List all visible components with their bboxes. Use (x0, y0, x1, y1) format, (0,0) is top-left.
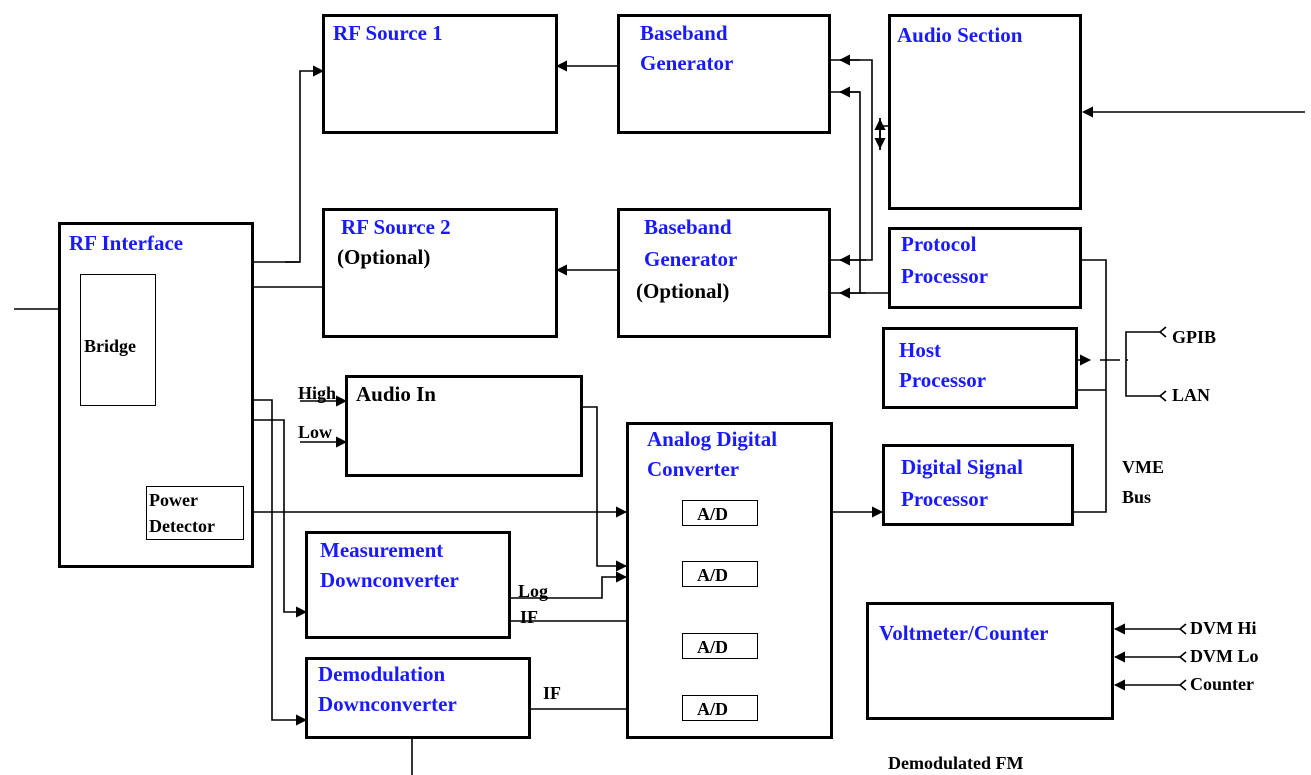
baseband-2-label-l2: Generator (644, 247, 738, 271)
power-label-l1: Power (149, 490, 198, 510)
protocol-processor-block: Protocol Processor (888, 227, 1082, 309)
demod-label-l2: Downconverter (318, 692, 457, 716)
baseband-1-label-l1: Baseband (640, 21, 728, 45)
power-detector-block: Power Detector (146, 486, 244, 540)
if-meas-label: IF (520, 607, 538, 627)
vme-label-l1: VME (1122, 457, 1164, 477)
ad-converter-3: A/D (682, 633, 758, 659)
dvm-hi-label: DVM Hi (1190, 618, 1257, 638)
digital-signal-processor-block: Digital Signal Processor (882, 444, 1074, 526)
demodulation-downconverter-block: Demodulation Downconverter (305, 657, 531, 739)
measurement-downconverter-block: Measurement Downconverter (305, 531, 511, 639)
low-label: Low (298, 422, 333, 442)
ad-converter-1: A/D (682, 500, 758, 526)
baseband-2-label-l1: Baseband (644, 215, 732, 239)
host-label-l1: Host (899, 338, 941, 362)
audio-in-label: Audio In (356, 382, 436, 406)
ad-label-2: A/D (697, 565, 728, 585)
ad-label-4: A/D (697, 699, 728, 719)
bridge-label: Bridge (84, 336, 136, 356)
dsp-label-l1: Digital Signal (901, 455, 1023, 479)
baseband-generator-2-block: Baseband Generator (Optional) (617, 208, 831, 338)
rf-source-1-block: RF Source 1 (322, 14, 558, 134)
baseband-generator-1-block: Baseband Generator (617, 14, 831, 134)
counter-label: Counter (1190, 674, 1254, 694)
baseband-2-optional: (Optional) (636, 279, 730, 303)
high-label: High (298, 383, 337, 403)
demodulated-fm-label: Demodulated FM (888, 753, 1024, 773)
rf-interface-label: RF Interface (69, 231, 184, 255)
dsp-label-l2: Processor (901, 487, 989, 511)
meas-label-l2: Downconverter (320, 568, 459, 592)
voltmeter-counter-block: Voltmeter/Counter (866, 602, 1114, 720)
baseband-1-label-l2: Generator (640, 51, 734, 75)
adc-label-l1: Analog Digital (647, 427, 778, 451)
host-processor-block: Host Processor (882, 327, 1078, 409)
audio-section-block: Audio Section (888, 14, 1082, 210)
log-label: Log (518, 581, 549, 601)
ad-converter-2: A/D (682, 561, 758, 587)
meas-label-l1: Measurement (320, 538, 444, 562)
demod-label-l1: Demodulation (318, 662, 446, 686)
bridge-block: Bridge (80, 274, 156, 406)
lan-label: LAN (1172, 385, 1211, 405)
protocol-label-l2: Processor (901, 264, 989, 288)
host-label-l2: Processor (899, 368, 987, 392)
ad-label-1: A/D (697, 504, 728, 524)
rf-source-2-block: RF Source 2 (Optional) (322, 208, 558, 338)
adc-label-l2: Converter (647, 457, 740, 481)
audio-section-label: Audio Section (897, 23, 1023, 47)
vme-label-l2: Bus (1122, 487, 1152, 507)
rf-source-2-label: RF Source 2 (341, 215, 451, 239)
ad-label-3: A/D (697, 637, 728, 657)
voltmeter-label: Voltmeter/Counter (879, 621, 1049, 645)
audio-in-block: Audio In (345, 375, 583, 477)
rf-source-1-label: RF Source 1 (333, 21, 443, 45)
rf-source-2-optional: (Optional) (337, 245, 431, 269)
if-demod-label: IF (543, 683, 561, 703)
protocol-label-l1: Protocol (901, 232, 977, 256)
power-label-l2: Detector (149, 516, 215, 536)
gpib-label: GPIB (1172, 327, 1217, 347)
dvm-lo-label: DVM Lo (1190, 646, 1259, 666)
ad-converter-4: A/D (682, 695, 758, 721)
